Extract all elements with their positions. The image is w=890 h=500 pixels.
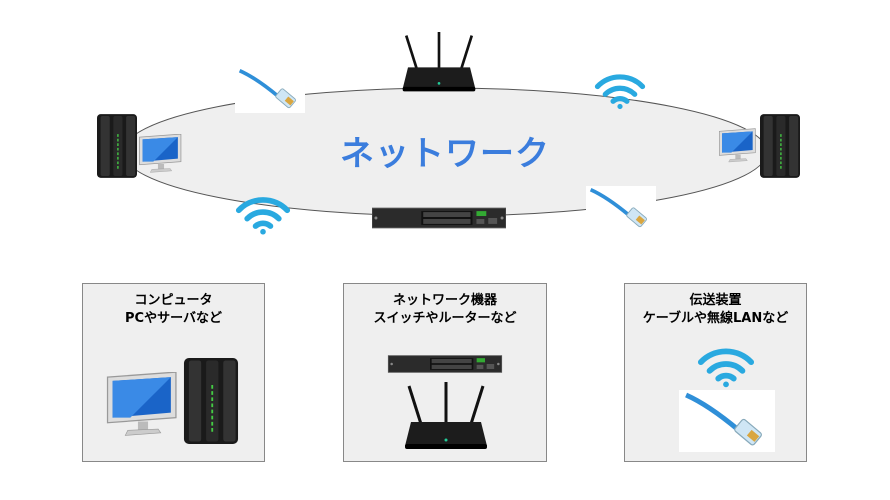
server-icon	[183, 358, 239, 444]
network-label: ネットワーク	[340, 134, 550, 174]
monitor-icon	[138, 134, 184, 174]
cable-icon	[586, 186, 656, 232]
category-subtitle: ケーブルや無線LANなど	[642, 311, 789, 326]
category-computer: コンピュータ PCやサーバなど	[82, 283, 265, 462]
monitor-icon	[105, 372, 181, 438]
category-title: ネットワーク機器	[392, 293, 497, 308]
wifi-icon	[697, 344, 755, 388]
category-subtitle: PCやサーバなど	[125, 311, 222, 326]
wifi-icon	[235, 193, 291, 235]
category-transmission: 伝送装置ケーブルや無線LANなど	[624, 283, 807, 462]
router-icon	[398, 32, 480, 94]
category-subtitle: スイッチやルーターなど	[373, 311, 517, 326]
server-icon	[97, 114, 137, 178]
cable-icon	[679, 390, 775, 452]
wifi-icon	[594, 70, 646, 110]
category-title: コンピュータ	[134, 293, 213, 308]
monitor-icon	[718, 128, 758, 164]
category-title: 伝送装置	[689, 293, 742, 308]
switch-icon	[372, 206, 506, 230]
cable-icon	[235, 67, 305, 113]
router-icon	[400, 382, 492, 452]
server-icon	[760, 114, 800, 178]
switch-icon	[378, 354, 512, 374]
category-network-device: ネットワーク機器スイッチやルーターなど	[343, 283, 547, 462]
